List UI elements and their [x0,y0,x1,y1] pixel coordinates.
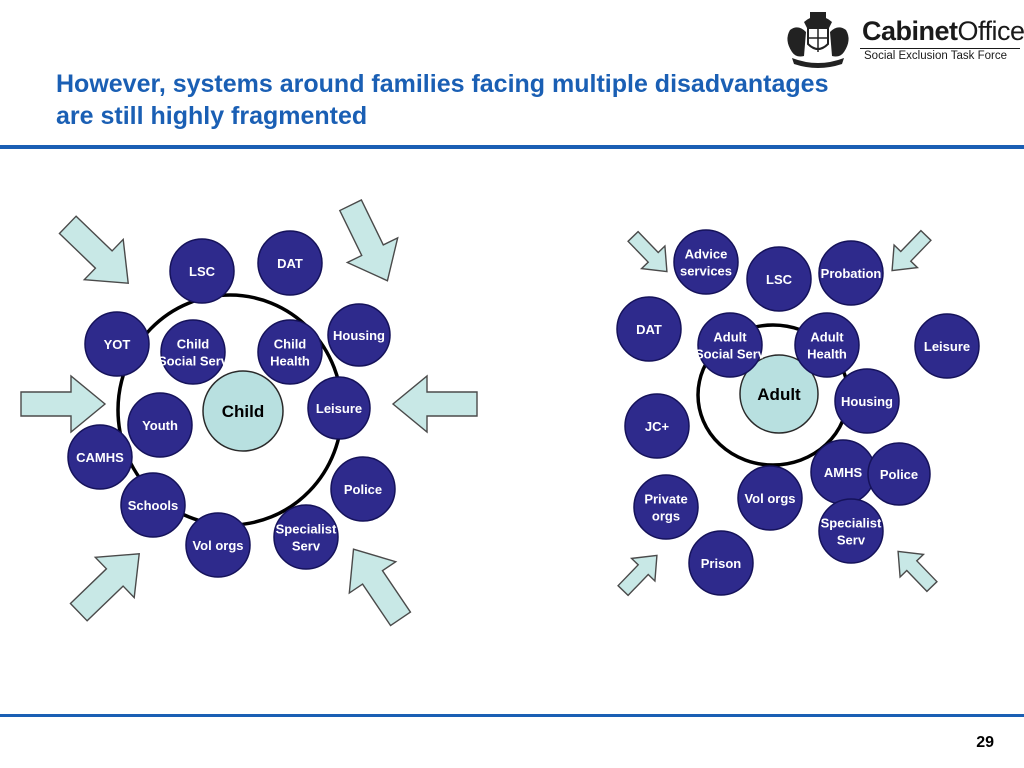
adult-node-prison: Prison [688,530,754,596]
adult-core: Adult [739,354,819,434]
adult-node-vol-orgs: Vol orgs [737,465,803,531]
child-node-label: Health [270,354,310,369]
adult-node-private-orgs: Private orgs [633,474,699,540]
adult-node-label: Probation [821,266,882,281]
adult-node-label: Housing [841,394,893,409]
child-core-label: Child [222,402,265,421]
child-node-label: Specialist [276,522,337,537]
child-node-label: Youth [142,418,178,433]
adult-node-label: Vol orgs [744,491,795,506]
child-node-label: Social Serv [158,354,229,369]
child-node-label: Police [344,482,382,497]
child-node-label: Leisure [316,401,362,416]
adult-node-lsc: LSC [746,246,812,312]
child-node-label: DAT [277,256,303,271]
adult-node-label: Adult [713,330,747,345]
child-node-label: Schools [128,498,179,513]
child-node-schools: Schools [120,472,186,538]
adult-node-label: AMHS [824,465,863,480]
adult-inward-arrow-2 [891,229,932,272]
child-node-label: Serv [292,539,321,554]
child-node-label: Housing [333,328,385,343]
adult-node-label: Advice [685,247,728,262]
child-inward-arrow-4 [391,374,478,434]
adult-node-amhs: AMHS [810,439,876,505]
adult-node-label: Specialist [821,516,882,531]
child-node-camhs: CAMHS [67,424,133,490]
adult-node-label: Police [880,467,918,482]
arrows-layer [20,199,938,627]
adult-inward-arrow-4 [897,550,938,593]
child-node-label: Child [177,337,210,352]
logo-wordmark: CabinetOffice [862,16,1024,47]
header-rule [0,145,1024,149]
adult-node-label: JC+ [645,419,670,434]
child-node-vol-orgs: Vol orgs [185,512,251,578]
adult-node-advice-services: Advice services [673,229,739,295]
adult-node-label: Social Serv [695,347,766,362]
page-title-line-1: However, systems around families facing … [56,70,829,98]
child-node-housing: Housing [327,303,391,367]
child-inward-arrow-5 [69,553,141,622]
child-inward-arrow-2 [338,199,399,282]
child-node-label: CAMHS [76,450,124,465]
adult-inward-arrow-3 [617,554,658,597]
child-node-label: Vol orgs [192,538,243,553]
child-node-label: Child [274,337,307,352]
royal-coat-of-arms-icon [787,12,849,68]
logo-subtitle: Social Exclusion Task Force [864,50,1007,62]
cabinet-office-logo: CabinetOffice Social Exclusion Task Forc… [782,8,1024,70]
child-node-leisure: Leisure [307,376,371,440]
adult-node-label: services [680,264,732,279]
logo-word-regular: Office [957,16,1024,46]
child-core: Child [202,370,284,452]
adult-node-label: Adult [810,330,844,345]
adult-node-label: Private [644,492,687,507]
child-node-police: Police [330,456,396,522]
adult-node-jc: JC+ [624,393,690,459]
logo-divider [860,48,1020,49]
adult-node-police: Police [867,442,931,506]
footer-rule [0,714,1024,717]
adult-core-label: Adult [757,385,801,404]
child-node-lsc: LSC [169,238,235,304]
child-node-yot: YOT [84,311,150,377]
adult-node-label: Serv [837,533,866,548]
child-node-youth: Youth [127,392,193,458]
page-number: 29 [976,734,994,751]
child-inward-arrow-6 [348,548,412,627]
child-inward-arrow-1 [58,215,130,284]
adult-node-label: Prison [701,556,742,571]
logo-word-bold: Cabinet [862,16,958,46]
page-title: However, systems around families facing … [56,68,976,132]
adult-node-label: Health [807,347,847,362]
adult-node-dat: DAT [616,296,682,362]
child-node-label: LSC [189,264,216,279]
adult-node-label: DAT [636,322,662,337]
adult-node-label: LSC [766,272,793,287]
child-node-dat: DAT [257,230,323,296]
adult-node-probation: Probation [818,240,884,306]
adult-inward-arrow-1 [627,230,668,273]
adult-node-label: orgs [652,509,680,524]
child-node-label: YOT [104,337,131,352]
adult-node-leisure: Leisure [914,313,980,379]
child-inward-arrow-3 [20,374,107,434]
adult-node-housing: Housing [834,368,900,434]
page-title-line-2: are still highly fragmented [56,102,368,130]
adult-node-label: Leisure [924,339,970,354]
